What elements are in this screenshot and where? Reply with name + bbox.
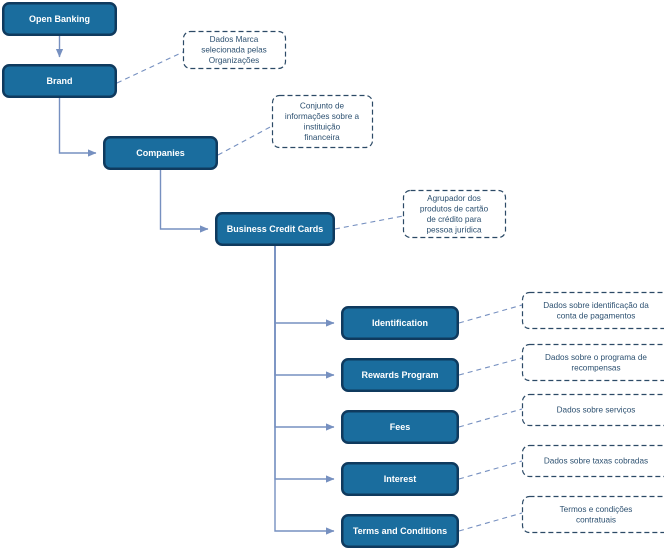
node-box bbox=[2, 64, 117, 98]
note-box bbox=[521, 343, 664, 382]
link-terms bbox=[458, 512, 523, 532]
node-label: Interest bbox=[384, 474, 417, 484]
node-companies[interactable]: Companies bbox=[103, 136, 218, 170]
note-box bbox=[402, 189, 507, 239]
brand-to-companies bbox=[58, 98, 97, 157]
note-line: pessoa jurídica bbox=[426, 225, 482, 234]
note-box bbox=[521, 393, 664, 427]
link-interest bbox=[458, 460, 523, 480]
note-line: Dados Marca bbox=[210, 35, 259, 44]
node-box bbox=[341, 462, 459, 496]
node-box bbox=[215, 212, 335, 246]
note-line: Dados sobre serviços bbox=[557, 406, 636, 415]
node-label: Open Banking bbox=[29, 14, 90, 24]
node-brand[interactable]: Brand bbox=[2, 64, 117, 98]
node-open-banking[interactable]: Open Banking bbox=[2, 2, 117, 36]
node-business-credit-cards[interactable]: Business Credit Cards bbox=[215, 212, 335, 246]
note-line: Conjunto de bbox=[300, 101, 345, 110]
bcc-to-terms-and-conditions bbox=[274, 246, 335, 535]
link-rewards-program bbox=[458, 357, 523, 376]
link-brand-note bbox=[116, 51, 184, 84]
link-bcc-note bbox=[334, 215, 404, 230]
note-line: Organizações bbox=[209, 56, 260, 65]
note-note-interest: Dados sobre taxas cobradas bbox=[521, 444, 664, 478]
note-box bbox=[182, 30, 287, 70]
link-companies-note bbox=[217, 125, 273, 156]
note-box bbox=[521, 291, 664, 330]
note-line: de crédito para bbox=[427, 215, 482, 224]
note-links-layer bbox=[116, 51, 523, 532]
node-box bbox=[103, 136, 218, 170]
node-box bbox=[341, 410, 459, 444]
note-line: contratuais bbox=[576, 515, 616, 524]
node-label: Business Credit Cards bbox=[227, 224, 324, 234]
node-label: Companies bbox=[136, 148, 185, 158]
node-terms-and-conditions[interactable]: Terms and Conditions bbox=[341, 514, 459, 548]
notes-layer: Dados Marca selecionada pelasOrganizações… bbox=[182, 30, 664, 534]
note-line: instituição bbox=[304, 122, 341, 131]
note-note-fees: Dados sobre serviços bbox=[521, 393, 664, 427]
note-line: Dados sobre o programa de bbox=[545, 353, 647, 362]
node-label: Fees bbox=[390, 422, 411, 432]
note-line: Agrupador dos bbox=[427, 194, 481, 203]
bcc-to-identification bbox=[274, 246, 335, 327]
node-label: Rewards Program bbox=[361, 370, 438, 380]
note-line: conta de pagamentos bbox=[557, 311, 636, 320]
node-box bbox=[341, 514, 459, 548]
bcc-to-fees bbox=[274, 246, 335, 431]
note-line: Dados sobre taxas cobradas bbox=[544, 457, 648, 466]
note-box bbox=[521, 444, 664, 478]
bcc-to-rewards-program bbox=[274, 246, 335, 379]
node-box bbox=[341, 306, 459, 340]
note-line: Dados sobre identificação da bbox=[543, 301, 649, 310]
node-fees[interactable]: Fees bbox=[341, 410, 459, 444]
note-line: recompensas bbox=[571, 363, 620, 372]
connectors-layer bbox=[55, 36, 335, 535]
link-identification bbox=[458, 304, 523, 324]
note-line: produtos de cartão bbox=[420, 204, 489, 213]
note-line: informações sobre a bbox=[285, 112, 360, 121]
bcc-to-interest bbox=[274, 246, 335, 483]
node-label: Identification bbox=[372, 318, 428, 328]
node-label: Brand bbox=[46, 76, 72, 86]
node-identification[interactable]: Identification bbox=[341, 306, 459, 340]
note-line: financeira bbox=[304, 133, 340, 142]
companies-to-business-cards bbox=[159, 170, 209, 233]
note-box bbox=[271, 94, 374, 149]
note-line: Termos e condições bbox=[560, 505, 633, 514]
node-label: Terms and Conditions bbox=[353, 526, 447, 536]
node-box bbox=[2, 2, 117, 36]
node-rewards-program[interactable]: Rewards Program bbox=[341, 358, 459, 392]
node-box bbox=[341, 358, 459, 392]
note-box bbox=[521, 495, 664, 534]
node-interest[interactable]: Interest bbox=[341, 462, 459, 496]
link-fees bbox=[458, 408, 523, 428]
note-note-companies: Conjunto de informações sobre ainstituiçã… bbox=[271, 94, 374, 149]
note-line: selecionada pelas bbox=[201, 46, 267, 55]
